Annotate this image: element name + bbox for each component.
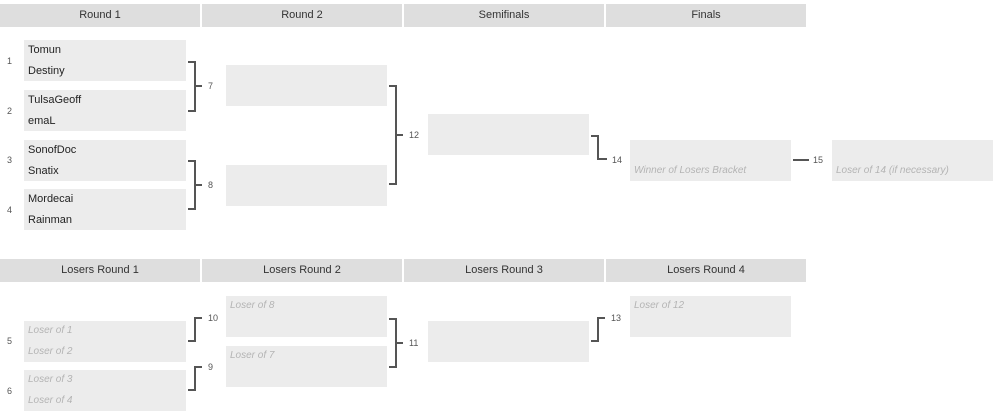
bracket-connector [793,159,809,161]
team-slot[interactable]: Destiny [28,65,65,77]
bracket-connector [597,317,599,342]
match-number-1: 1 [7,56,13,66]
header-round-1: Round 1 [0,4,200,27]
bracket-connector [389,366,397,368]
placeholder-slot: Loser of 8 [230,300,275,311]
team-slot[interactable]: Snatix [28,165,59,177]
bracket-connector [188,389,196,391]
placeholder-slot: Loser of 4 [28,395,73,406]
match-10[interactable]: Loser of 8 [226,296,387,337]
bracket-connector [194,317,202,319]
bracket-connector [194,184,202,186]
bracket-connector [597,135,599,160]
bracket-connector [597,317,605,319]
bracket-connector [591,340,599,342]
bracket-connector [188,160,196,162]
placeholder-slot: Loser of 12 [634,300,685,311]
bracket-connector [194,366,196,391]
match-number-6: 6 [7,386,13,396]
bracket-connector [188,208,196,210]
header-finals: Finals [606,4,806,27]
header-round-2: Round 2 [202,4,402,27]
match-number-8: 8 [208,180,214,190]
bracket-connector [389,183,397,185]
placeholder-slot: Loser of 3 [28,374,73,385]
bracket-connector [188,110,196,112]
team-slot[interactable]: SonofDoc [28,144,77,156]
bracket-connector [194,366,202,368]
match-4[interactable]: Mordecai Rainman [24,189,186,230]
match-3[interactable]: SonofDoc Snatix [24,140,186,181]
match-number-4: 4 [7,205,13,215]
bracket-connector [389,85,397,87]
match-9[interactable]: Loser of 7 [226,346,387,387]
match-number-5: 5 [7,336,13,346]
match-number-11: 11 [409,338,419,348]
placeholder-slot: Loser of 7 [230,350,275,361]
match-5[interactable]: Loser of 1 Loser of 2 [24,321,186,362]
match-number-2: 2 [7,106,13,116]
bracket-connector [188,61,196,63]
bracket-connector [395,342,403,344]
bracket-connector [194,317,196,342]
match-2[interactable]: TulsaGeoff emaL [24,90,186,131]
match-number-13: 13 [611,313,622,323]
match-14[interactable]: Winner of Losers Bracket [630,140,791,181]
match-13[interactable]: Loser of 12 [630,296,791,337]
team-slot[interactable]: Mordecai [28,193,74,205]
match-number-3: 3 [7,155,13,165]
match-6[interactable]: Loser of 3 Loser of 4 [24,370,186,411]
header-semifinals: Semifinals [404,4,604,27]
bracket-connector [389,318,397,320]
match-15[interactable]: Loser of 14 (if necessary) [832,140,993,181]
bracket-connector [395,134,403,136]
team-slot[interactable]: Tomun [28,44,62,56]
match-7[interactable] [226,65,387,106]
match-11[interactable] [428,321,589,362]
match-number-7: 7 [208,81,214,91]
match-12[interactable] [428,114,589,155]
placeholder-slot: Loser of 1 [28,325,73,336]
header-losers-round-4: Losers Round 4 [606,259,806,282]
match-number-12: 12 [409,130,420,140]
header-losers-round-3: Losers Round 3 [404,259,604,282]
team-slot[interactable]: TulsaGeoff [28,94,82,106]
placeholder-slot: Loser of 2 [28,346,73,357]
bracket-connector [194,85,202,87]
bracket-connector [597,158,607,160]
bracket-connector [188,340,196,342]
team-slot[interactable]: Rainman [28,214,73,226]
match-number-14: 14 [612,155,623,165]
placeholder-slot: Loser of 14 (if necessary) [836,165,949,176]
match-number-9: 9 [208,362,214,372]
team-slot[interactable]: emaL [28,115,56,127]
placeholder-slot: Winner of Losers Bracket [634,165,747,176]
match-number-10: 10 [208,313,219,323]
match-number-15: 15 [813,155,824,165]
header-losers-round-1: Losers Round 1 [0,259,200,282]
match-1[interactable]: Tomun Destiny [24,40,186,81]
bracket-connector [591,135,599,137]
match-8[interactable] [226,165,387,206]
header-losers-round-2: Losers Round 2 [202,259,402,282]
